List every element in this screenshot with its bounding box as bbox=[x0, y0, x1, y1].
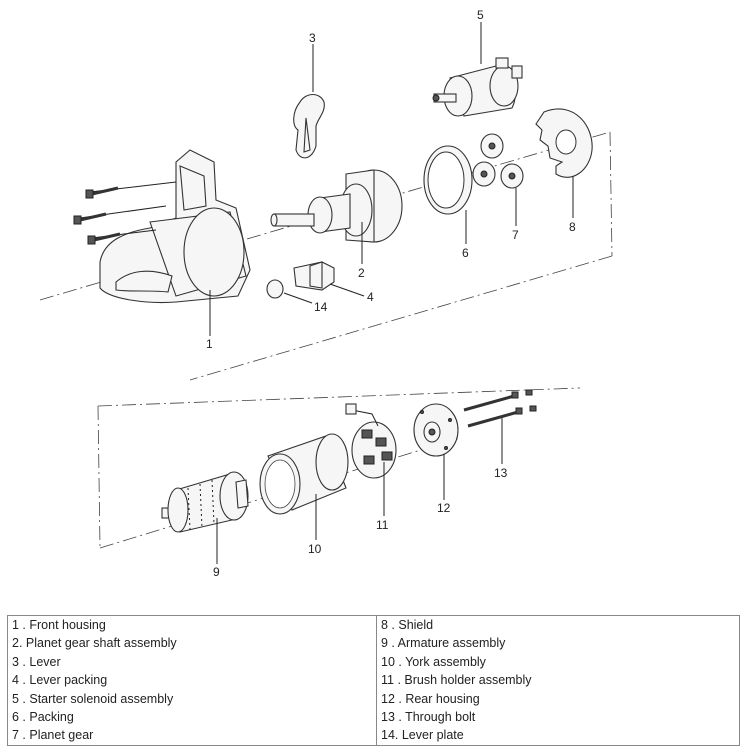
callout-1: 1 bbox=[206, 337, 213, 351]
exploded-starter-diagram: 1 2 3 4 5 6 7 8 9 10 11 12 13 14 bbox=[39, 8, 613, 579]
legend-item: 2. Planet gear shaft assembly bbox=[12, 636, 177, 651]
housing-bolt-3 bbox=[87, 232, 121, 245]
planet-gear-b bbox=[472, 161, 496, 187]
lever-part bbox=[293, 93, 325, 159]
callout-13: 13 bbox=[494, 466, 508, 480]
york-part bbox=[259, 433, 349, 515]
callout-4: 4 bbox=[367, 290, 374, 304]
callout-2: 2 bbox=[358, 266, 365, 280]
legend-item: 4 . Lever packing bbox=[12, 673, 108, 688]
legend-item: 9 . Armature assembly bbox=[381, 636, 506, 651]
legend-item: 8 . Shield bbox=[381, 618, 434, 632]
legend-item: 6 . Packing bbox=[12, 709, 74, 724]
legend-item: 1 . Front housing bbox=[12, 618, 106, 632]
housing-bolt-1 bbox=[85, 186, 119, 199]
through-bolt-2 bbox=[467, 405, 537, 428]
legend-item: 10 . York assembly bbox=[381, 654, 486, 669]
through-bolt-1 bbox=[463, 389, 533, 412]
callout-7: 7 bbox=[512, 228, 519, 242]
callout-8: 8 bbox=[569, 220, 576, 234]
lever-plate-part bbox=[266, 279, 284, 299]
legend-item: 5 . Starter solenoid assembly bbox=[12, 691, 174, 706]
front-housing-part bbox=[79, 149, 251, 304]
planet-gear-shaft-part bbox=[270, 169, 403, 243]
legend-left-column: 1 . Front housing 2. Planet gear shaft a… bbox=[7, 615, 377, 746]
shield-part bbox=[535, 108, 593, 178]
lower-assembly-frame bbox=[97, 387, 581, 549]
legend-item: 3 . Lever bbox=[12, 654, 61, 669]
armature-part bbox=[161, 471, 249, 533]
planet-gear-a bbox=[480, 133, 504, 159]
rear-housing-part bbox=[413, 403, 459, 457]
callout-5: 5 bbox=[477, 8, 484, 22]
callout-9: 9 bbox=[213, 565, 220, 579]
legend-item: 13 . Through bolt bbox=[381, 709, 476, 724]
callout-14: 14 bbox=[314, 300, 328, 314]
callout-12: 12 bbox=[437, 501, 451, 515]
callout-10: 10 bbox=[308, 542, 322, 556]
callout-11: 11 bbox=[376, 518, 389, 532]
lever-packing-part bbox=[293, 261, 335, 291]
callout-6: 6 bbox=[462, 246, 469, 260]
legend-item: 14. Lever plate bbox=[381, 728, 464, 743]
legend-item: 7 . Planet gear bbox=[12, 728, 94, 743]
planet-gear-c bbox=[500, 163, 524, 189]
parts-legend-table: 1 . Front housing 2. Planet gear shaft a… bbox=[7, 615, 740, 746]
legend-right-column: 8 . Shield 9 . Armature assembly 10 . Yo… bbox=[376, 615, 740, 746]
legend-item: 12 . Rear housing bbox=[381, 691, 480, 706]
legend-item: 11 . Brush holder assembly bbox=[381, 673, 532, 688]
housing-bolt-2 bbox=[73, 212, 107, 225]
callout-3: 3 bbox=[309, 31, 316, 45]
starter-solenoid-part bbox=[432, 57, 523, 117]
leader-lines bbox=[209, 22, 574, 564]
brush-holder-part bbox=[345, 403, 397, 479]
packing-part bbox=[423, 145, 473, 215]
